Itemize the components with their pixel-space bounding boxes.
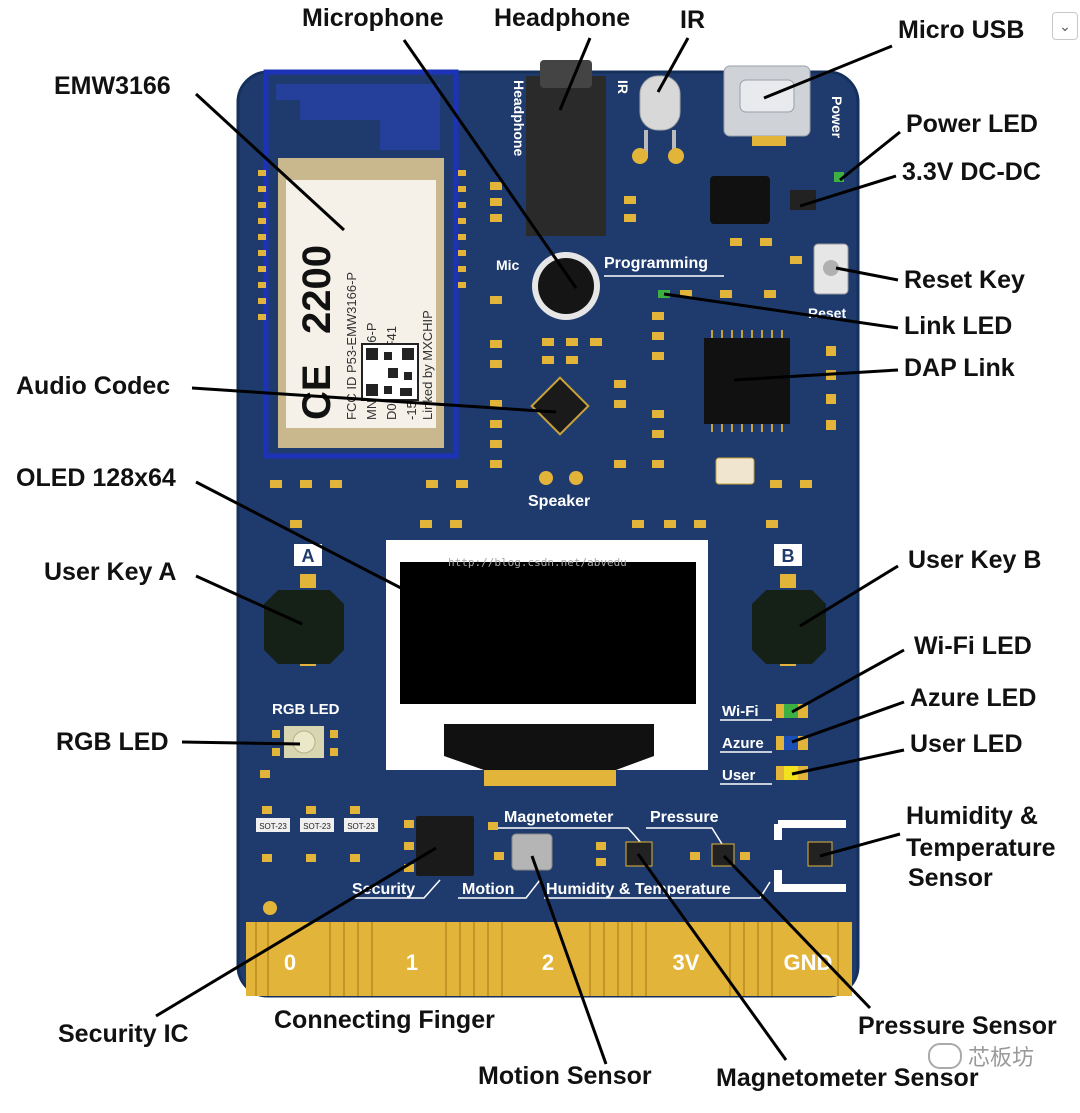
dc-dc-chip: [790, 190, 816, 210]
sot23-label-3: SOT-23: [347, 822, 375, 831]
dap-link-chip: [704, 330, 790, 432]
silk-azure: Azure: [722, 735, 764, 752]
label-rgb-led: RGB LED: [56, 728, 169, 756]
pin-3v: 3V: [673, 950, 700, 975]
label-ir: IR: [680, 6, 705, 34]
label-humidity-line1: Humidity &: [906, 802, 1038, 830]
watermark-url: http://blog.csdn.net/abvedu: [448, 556, 627, 569]
user-key-b-button: B: [752, 544, 826, 666]
silk-speaker: Speaker: [528, 493, 590, 510]
label-headphone: Headphone: [494, 4, 631, 32]
crystal: [715, 457, 755, 485]
pin-0: 0: [284, 950, 296, 975]
label-azure-led: Azure LED: [910, 684, 1037, 712]
power-led: [834, 172, 844, 182]
dc-dc-inductor: [710, 176, 770, 224]
silk-ir: IR: [615, 80, 631, 94]
module-line5: Linked by MXCHIP: [420, 310, 435, 420]
label-pressure-sensor: Pressure Sensor: [858, 1012, 1057, 1040]
silk-key-b: B: [782, 546, 795, 566]
label-link-led: Link LED: [904, 312, 1013, 340]
label-connecting-finger: Connecting Finger: [274, 1006, 495, 1034]
label-emw3166: EMW3166: [54, 72, 171, 100]
label-user-key-b: User Key B: [908, 546, 1042, 574]
label-wifi-led: Wi-Fi LED: [914, 632, 1032, 660]
user-key-a-button: A: [264, 544, 344, 666]
silk-power: Power: [829, 96, 845, 139]
leader-lines: [155, 37, 905, 1065]
motion-sensor-chip: [511, 833, 553, 871]
label-micro-usb: Micro USB: [898, 16, 1025, 44]
label-dap-link: DAP Link: [904, 354, 1015, 382]
silk-magnetometer: Magnetometer: [504, 809, 613, 826]
label-user-key-a: User Key A: [44, 558, 177, 586]
silk-mic: Mic: [496, 257, 520, 273]
ir-led: IR: [615, 75, 684, 164]
emw3166-module: CE 2200 FCC ID P53-EMW3166-P MN EMW3166-…: [258, 69, 466, 459]
module-qr-code: [361, 343, 419, 401]
ce-number: 2200: [295, 245, 339, 334]
silk-motion: Motion: [462, 881, 514, 898]
connecting-finger: 0 1 2 3V GND: [246, 922, 852, 996]
silk-rgb-led: RGB LED: [272, 701, 340, 718]
label-humidity-line3: Sensor: [908, 864, 993, 892]
audio-codec-chip: [530, 376, 590, 436]
silk-headphone: Headphone: [511, 80, 527, 156]
silk-wifi: Wi-Fi: [722, 703, 759, 720]
label-humidity-line2: Temperature: [906, 834, 1056, 862]
pin-2: 2: [542, 950, 554, 975]
silk-security: Security: [352, 881, 415, 898]
label-user-led: User LED: [910, 730, 1023, 758]
label-reset-key: Reset Key: [904, 266, 1025, 294]
wifi-led: [784, 704, 798, 718]
watermark: 芯板坊: [928, 1040, 1034, 1072]
sot23-label-2: SOT-23: [303, 822, 331, 831]
headphone-jack: Headphone: [511, 60, 606, 236]
silk-pressure: Pressure: [650, 809, 719, 826]
label-oled: OLED 128x64: [16, 464, 176, 492]
rgb-led-component: RGB LED: [272, 701, 340, 758]
watermark-text: 芯板坊: [968, 1046, 1035, 1071]
label-power-led: Power LED: [906, 110, 1038, 138]
label-audio-codec: Audio Codec: [16, 372, 171, 400]
label-magnetometer-sensor: Magnetometer Sensor: [716, 1064, 979, 1092]
chevron-down-icon[interactable]: ⌄: [1052, 12, 1078, 40]
module-line1: FCC ID P53-EMW3166-P: [344, 272, 359, 420]
sot23-label-1: SOT-23: [259, 822, 287, 831]
label-security-ic: Security IC: [58, 1020, 189, 1048]
oled-display: http://blog.csdn.net/abvedu: [386, 540, 708, 786]
security-ic-chip: Security: [352, 816, 474, 899]
status-leds: Wi-Fi Azure User: [720, 703, 808, 785]
microphone-component: Mic: [496, 252, 600, 320]
reset-button: Reset: [808, 243, 849, 321]
label-motion-sensor: Motion Sensor: [478, 1062, 652, 1090]
user-led: [784, 766, 798, 780]
sot23-parts: SOT-23 SOT-23 SOT-23: [256, 818, 378, 832]
label-dcdc: 3.3V DC-DC: [902, 158, 1041, 186]
silk-key-a: A: [302, 546, 315, 566]
silk-user: User: [722, 767, 756, 784]
wechat-icon: [928, 1043, 962, 1069]
silk-humidity-temperature: Humidity & Temperature: [546, 881, 731, 898]
azure-led: [784, 736, 798, 750]
pin-1: 1: [406, 950, 418, 975]
ce-mark: CE: [295, 364, 339, 420]
silk-programming: Programming: [604, 255, 708, 272]
humidity-sensor-area: [774, 820, 846, 892]
label-microphone: Microphone: [302, 4, 444, 32]
